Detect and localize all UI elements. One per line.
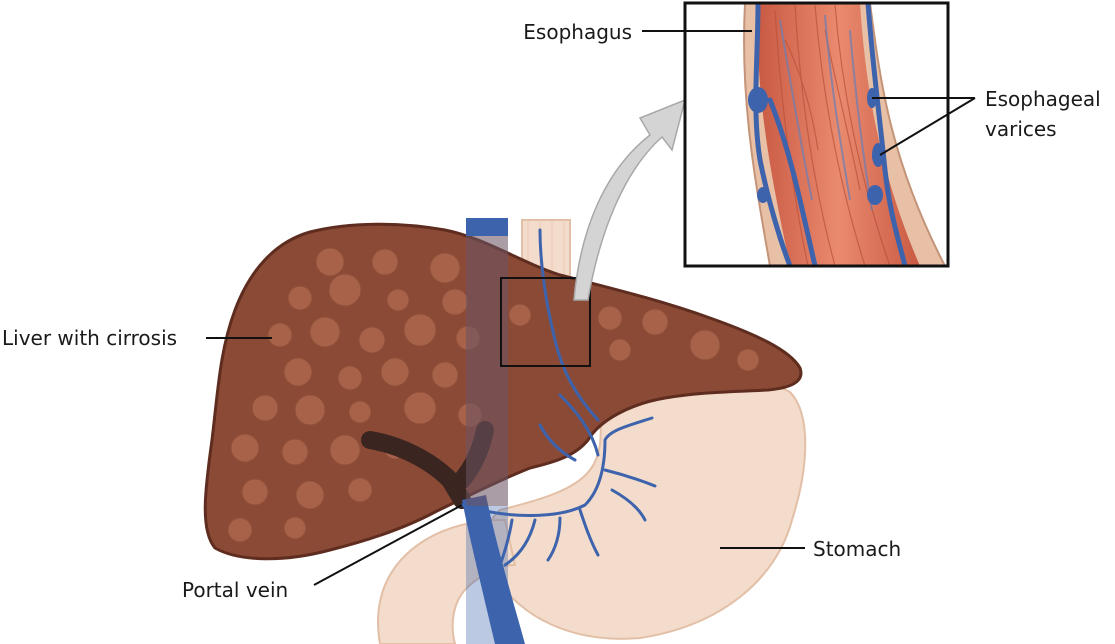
zoom-selection-box: [500, 277, 591, 367]
leader-lines: [206, 30, 976, 586]
stomach-body: [483, 374, 807, 640]
liver: [203, 222, 803, 561]
inset-frame: [683, 1, 950, 268]
label-stomach: Stomach: [813, 537, 901, 561]
gastric-veins: [460, 228, 657, 582]
label-esophageal-varices-line1: Esophageal: [985, 87, 1101, 111]
zoom-callout-arrow: [573, 98, 687, 301]
esophagus-inset: [683, 1, 950, 268]
label-liver-with-cirrosis: Liver with cirrosis: [2, 326, 177, 350]
label-portal-vein: Portal vein: [182, 578, 288, 602]
portal-branches-dark: [361, 421, 494, 509]
label-esophageal-varices-line2: varices: [985, 117, 1057, 141]
label-esophagus: Esophagus: [523, 20, 632, 44]
